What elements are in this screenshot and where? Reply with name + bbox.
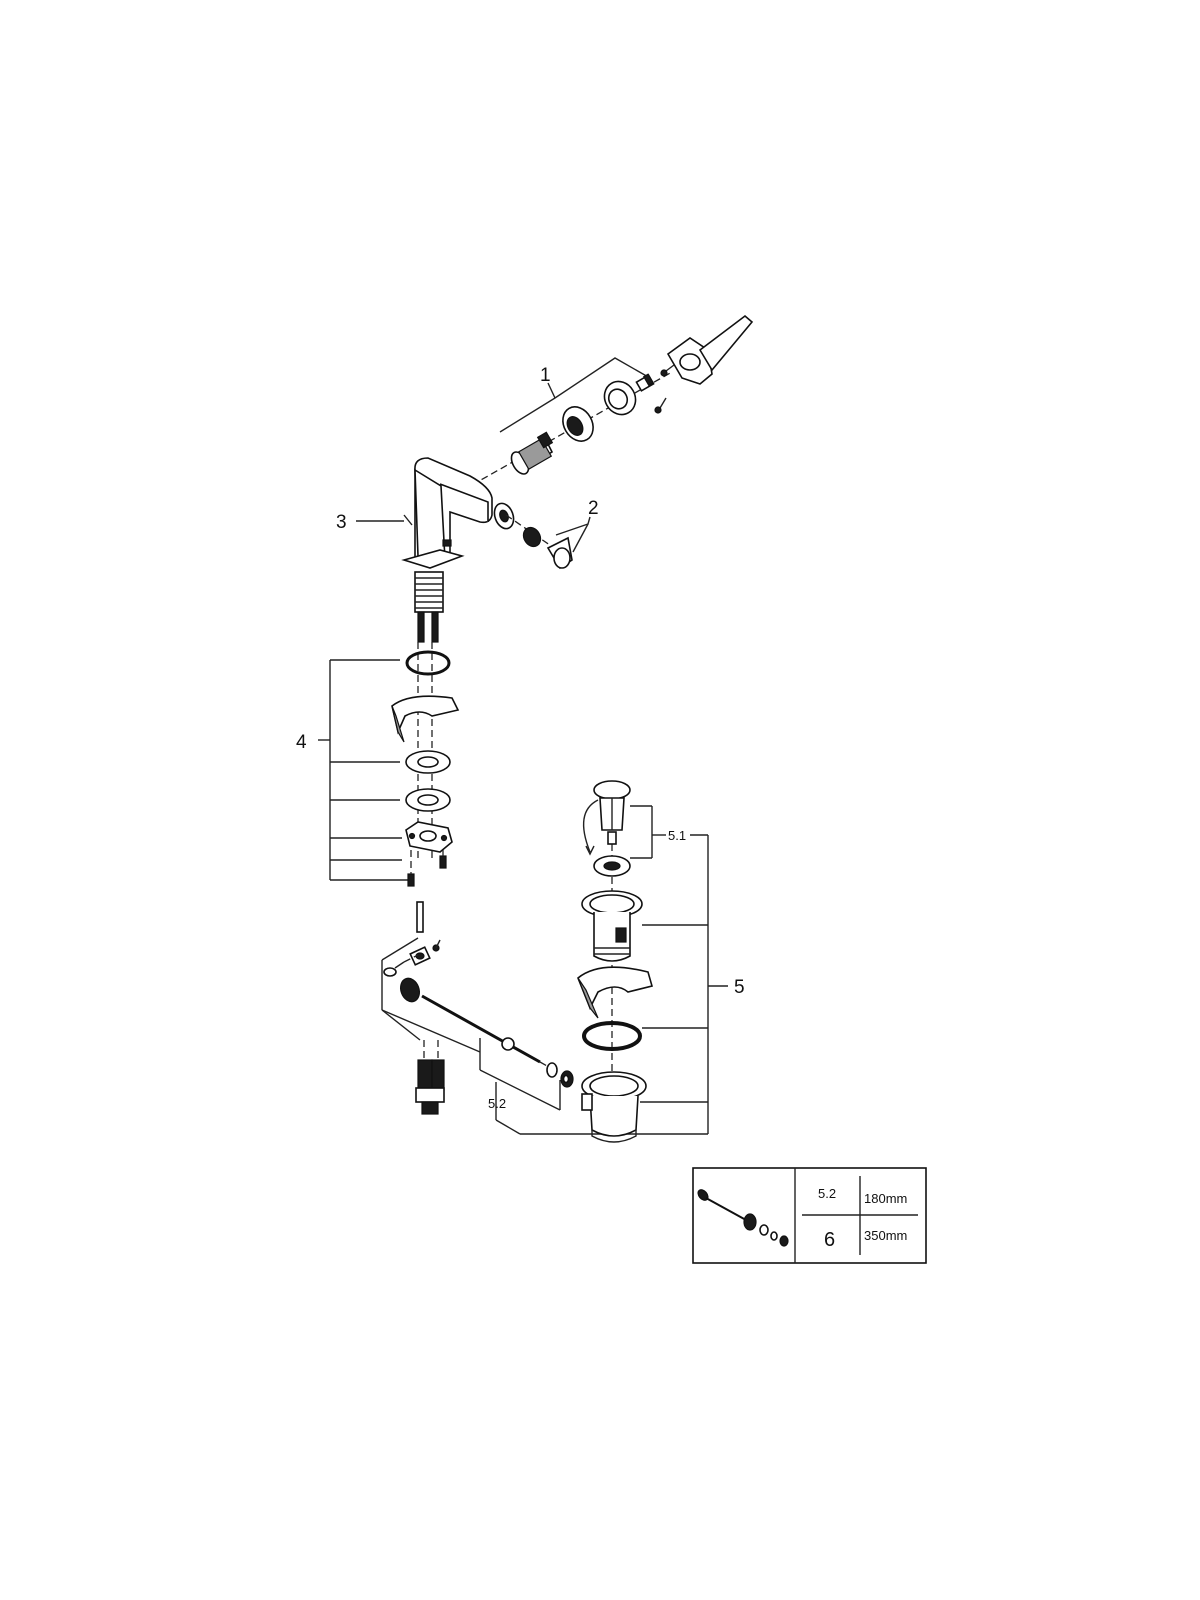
washer bbox=[405, 788, 451, 812]
part-group-4: 4 bbox=[296, 642, 460, 933]
lever-handle bbox=[666, 314, 754, 385]
callout-5-2: 5.2 bbox=[488, 1096, 506, 1111]
waste-body bbox=[581, 890, 643, 962]
spacer bbox=[577, 966, 653, 1019]
hose-connector bbox=[415, 1040, 445, 1115]
part-group-5: 5.1 5 bbox=[577, 780, 745, 1143]
o-ring bbox=[405, 650, 451, 676]
lift-rod bbox=[416, 901, 424, 933]
clamp bbox=[409, 939, 441, 966]
clamp-screw bbox=[383, 954, 419, 977]
callout-1: 1 bbox=[540, 365, 551, 386]
screw bbox=[660, 364, 675, 377]
callout-5-1: 5.1 bbox=[668, 828, 686, 843]
aerator bbox=[522, 526, 573, 570]
callout-2: 2 bbox=[588, 498, 599, 519]
washer bbox=[405, 750, 451, 774]
table-length-1: 180mm bbox=[864, 1191, 907, 1206]
part-group-5-2: 5.2 bbox=[381, 937, 708, 1135]
o-ring bbox=[582, 1021, 642, 1051]
callout-4: 4 bbox=[296, 732, 307, 753]
seal-ring bbox=[593, 855, 631, 877]
table-code-1: 5.2 bbox=[818, 1186, 836, 1201]
part-group-2: 2 bbox=[505, 498, 599, 570]
adapter bbox=[635, 373, 655, 392]
screw bbox=[407, 850, 415, 887]
callout-3: 3 bbox=[336, 512, 347, 533]
nut bbox=[546, 1062, 558, 1078]
screw bbox=[439, 850, 447, 869]
screw bbox=[654, 397, 667, 414]
pop-up-plug bbox=[582, 780, 631, 856]
rod-thumbnail bbox=[697, 1189, 789, 1247]
nut bbox=[560, 1070, 574, 1088]
callout-5: 5 bbox=[734, 977, 745, 998]
cover-cap bbox=[603, 380, 637, 416]
length-table: 5.2 180mm 6 350mm bbox=[692, 1167, 927, 1264]
mixer-body: 3 bbox=[336, 457, 515, 643]
waste-housing bbox=[581, 1071, 647, 1143]
pivot-rod bbox=[399, 977, 557, 1072]
table-code-2: 6 bbox=[824, 1229, 835, 1251]
ring-nut bbox=[562, 406, 594, 442]
part-group-1: 1 bbox=[471, 314, 754, 486]
cartridge bbox=[510, 431, 554, 475]
spacer bbox=[391, 695, 460, 743]
fixing-plate bbox=[405, 821, 453, 853]
table-length-2: 350mm bbox=[864, 1228, 907, 1243]
